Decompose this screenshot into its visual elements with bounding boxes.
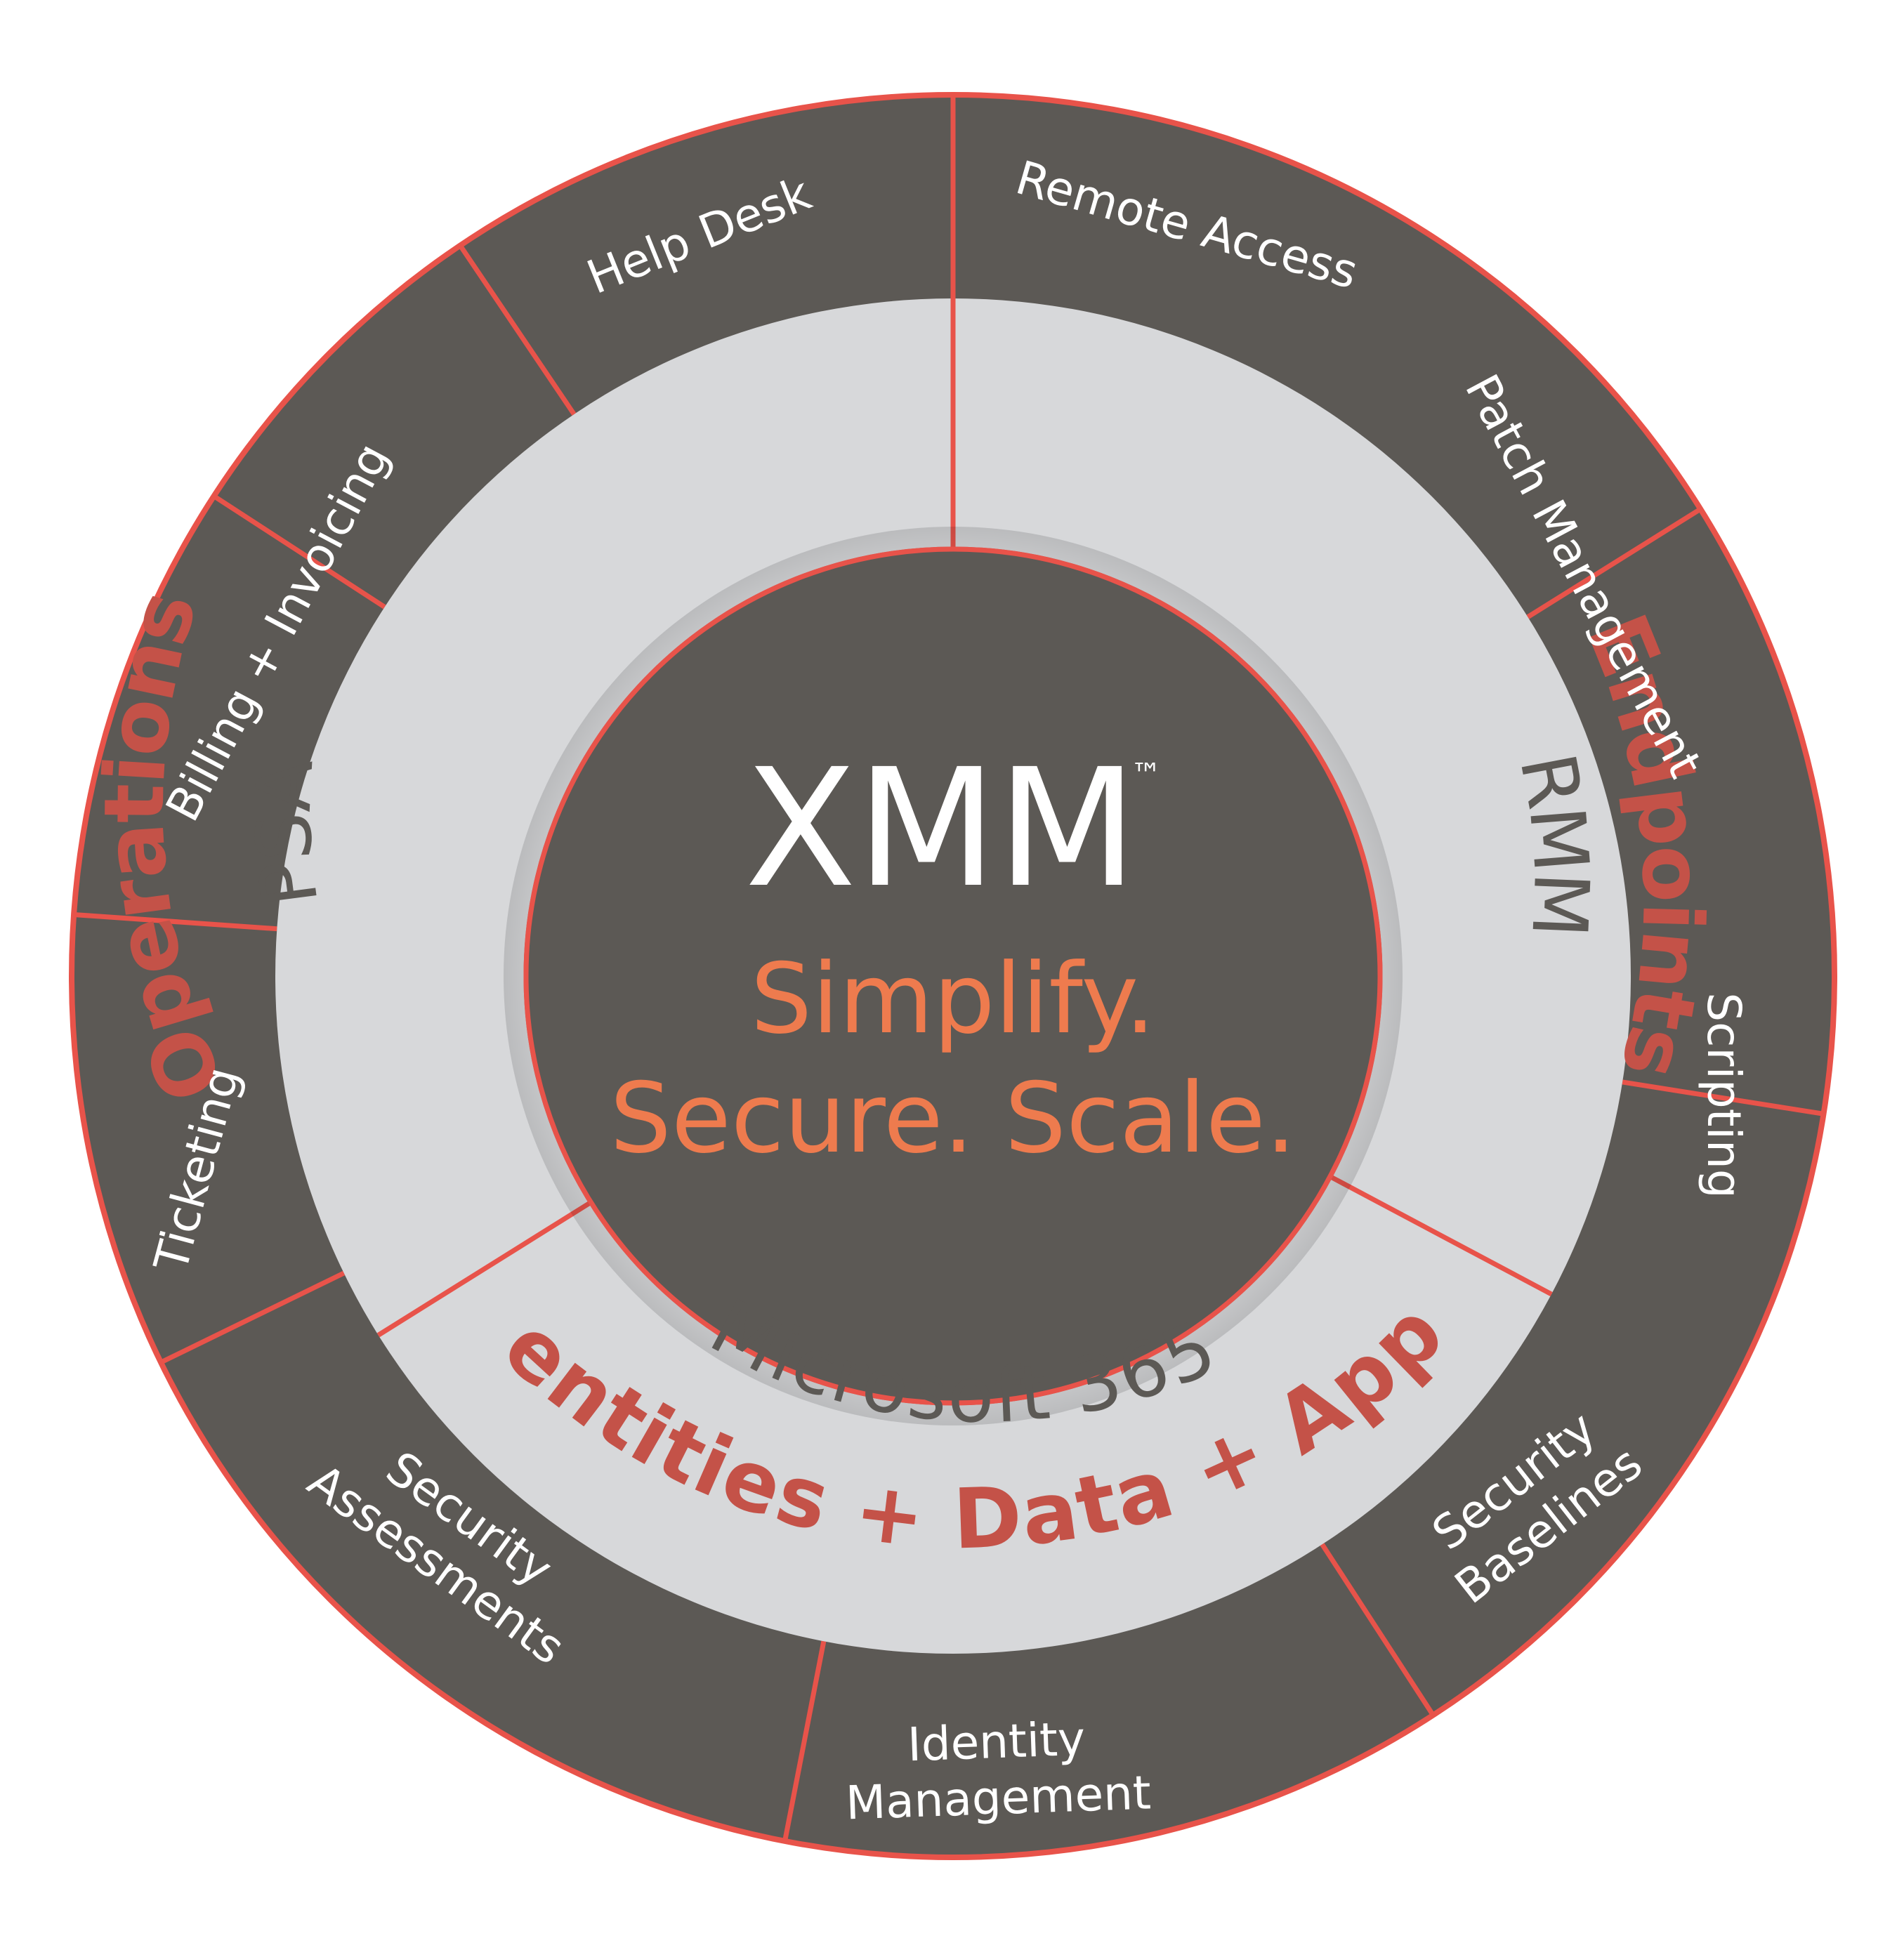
outer-divider <box>458 244 577 416</box>
outer-segment-identity-management: IdentityManagement <box>843 1709 1152 1830</box>
outer-divider <box>1320 1543 1436 1717</box>
center-tagline-line2: Secure. Scale. <box>610 1062 1296 1175</box>
middle-ring-dividers <box>376 298 1553 1338</box>
outer-segment-line: Scripting <box>1698 992 1752 1199</box>
center-tagline-line1: Simplify. <box>751 942 1156 1055</box>
outer-divider <box>212 494 386 610</box>
outer-divider <box>159 1270 346 1365</box>
category-divider <box>376 1200 593 1338</box>
outer-segment-scripting: Scripting <box>1698 992 1752 1199</box>
outer-ring-dividers <box>73 95 1825 1842</box>
outer-divider <box>1622 1079 1825 1117</box>
center-title: XMM <box>744 734 1137 923</box>
category-divider <box>1329 1174 1553 1297</box>
center-trademark: ™ <box>1131 757 1162 793</box>
outer-divider <box>1526 506 1702 619</box>
outer-divider <box>73 911 277 932</box>
category-operations-sub: PSA <box>239 757 335 911</box>
category-endpoints-sub: RMM <box>1503 746 1606 939</box>
outer-segment-line: Identity <box>907 1711 1086 1772</box>
center-circle-face <box>523 546 1383 1406</box>
outer-segment-line: Management <box>845 1765 1152 1830</box>
outer-divider <box>782 1640 827 1842</box>
